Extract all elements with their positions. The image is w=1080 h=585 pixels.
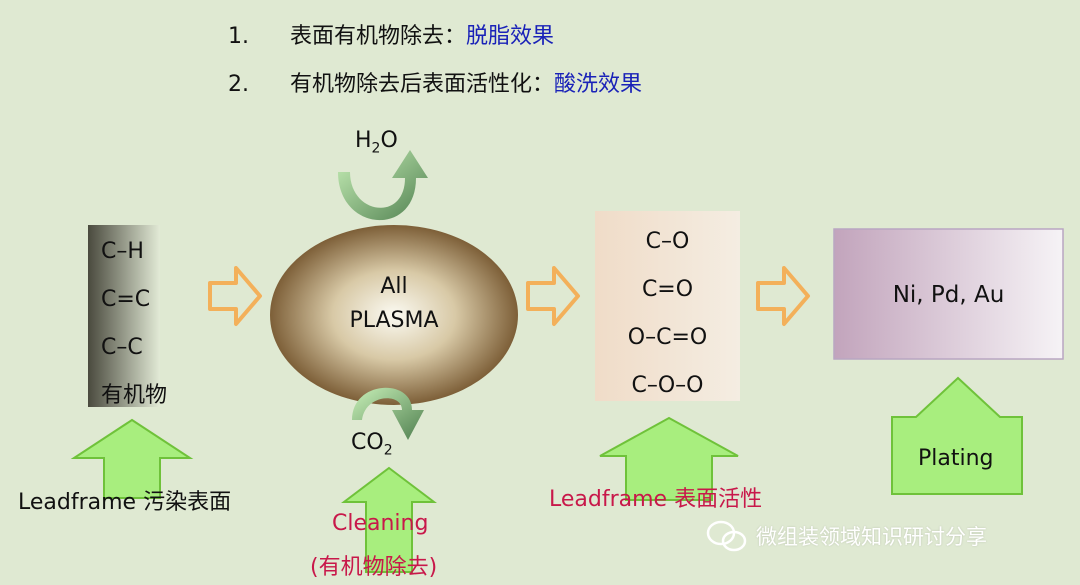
header-line-2-text: 有机物除去后表面活性化： [290,72,555,97]
header-line-2-number: 2. [228,72,249,97]
header-line-2: 2. 有机物除去后表面活性化：酸洗效果 [228,66,642,98]
plasma-ellipse [270,225,518,405]
curved-arrow-up-icon [338,150,428,221]
header-line-1-text: 表面有机物除去： [290,24,467,49]
plating-label: Plating [918,446,994,471]
co2-label: CO2 [351,430,393,459]
organic-item: C–H [101,239,144,264]
leadframe-dirty-label: Leadframe 污染表面 [18,490,232,515]
header-line-1: 1. 表面有机物除去：脱脂效果 [228,18,554,50]
activated-surface-box [595,211,740,401]
plasma-line-2: PLASMA [349,308,439,333]
leadframe-active-label: Leadframe 表面活性 [549,487,763,512]
h2o-label: H2O [355,128,398,157]
plasma-line-1: All [380,274,408,299]
chevron-arrow-icon [756,266,810,326]
up-arrow-icon [891,376,1023,495]
chevron-arrow-icon [526,266,580,326]
organic-item: C–C [101,335,143,360]
activated-items: C–O C=O O–C=O C–O–O [595,218,740,410]
activated-item: C–O [645,229,690,254]
up-arrow-icon [70,418,194,499]
chevron-arrow-icon [208,266,262,326]
watermark-text: 微组装领域知识研讨分享 [756,525,987,549]
plating-box [833,228,1064,360]
organic-box [88,225,160,407]
activated-item: C–O–O [631,373,704,398]
up-arrow-icon [599,416,739,501]
curved-arrow-down-icon [352,387,424,440]
cleaning-sub-label: (有机物除去) [310,555,438,580]
header-line-1-highlight: 脱脂效果 [466,24,555,49]
up-arrow-icon [341,466,437,573]
organic-item: C=C [101,287,151,312]
organic-item: 有机物 [101,383,168,408]
activated-item: C=O [641,277,694,302]
activated-item: O–C=O [627,325,708,350]
cleaning-label: Cleaning [332,511,429,536]
wechat-icon [706,520,747,552]
header-line-1-number: 1. [228,24,249,49]
plating-metals: Ni, Pd, Au [892,282,1005,308]
organic-items: C–H C=C C–C 有机物 [101,228,167,420]
header-line-2-highlight: 酸洗效果 [554,72,643,97]
plasma-label: All PLASMA [270,270,518,338]
